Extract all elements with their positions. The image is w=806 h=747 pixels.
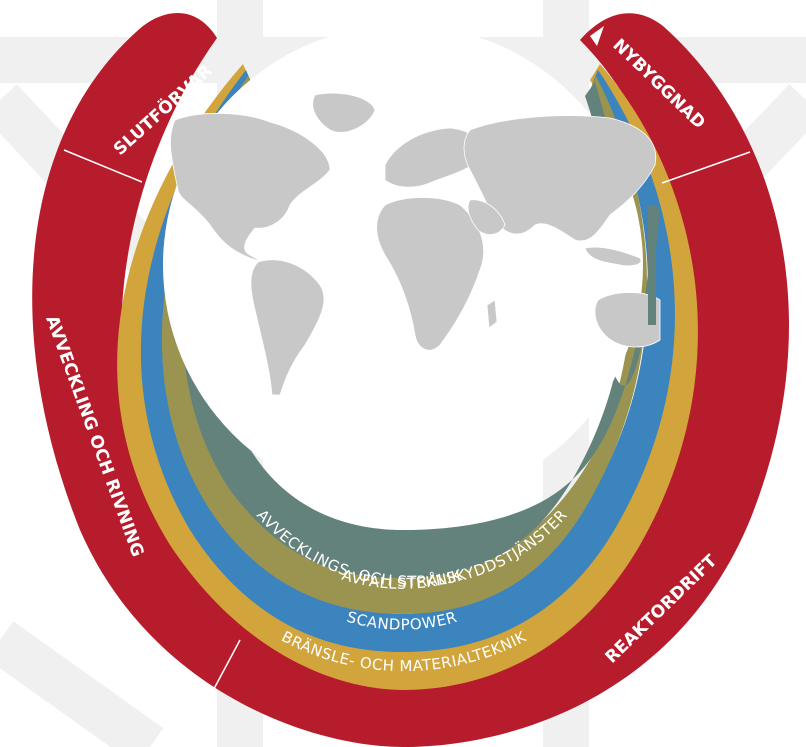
segment-dividers (63, 149, 751, 701)
world-map (170, 92, 661, 396)
gold-band (117, 64, 698, 690)
arrow-marker-icon (590, 26, 604, 46)
teal-edge (648, 205, 656, 325)
